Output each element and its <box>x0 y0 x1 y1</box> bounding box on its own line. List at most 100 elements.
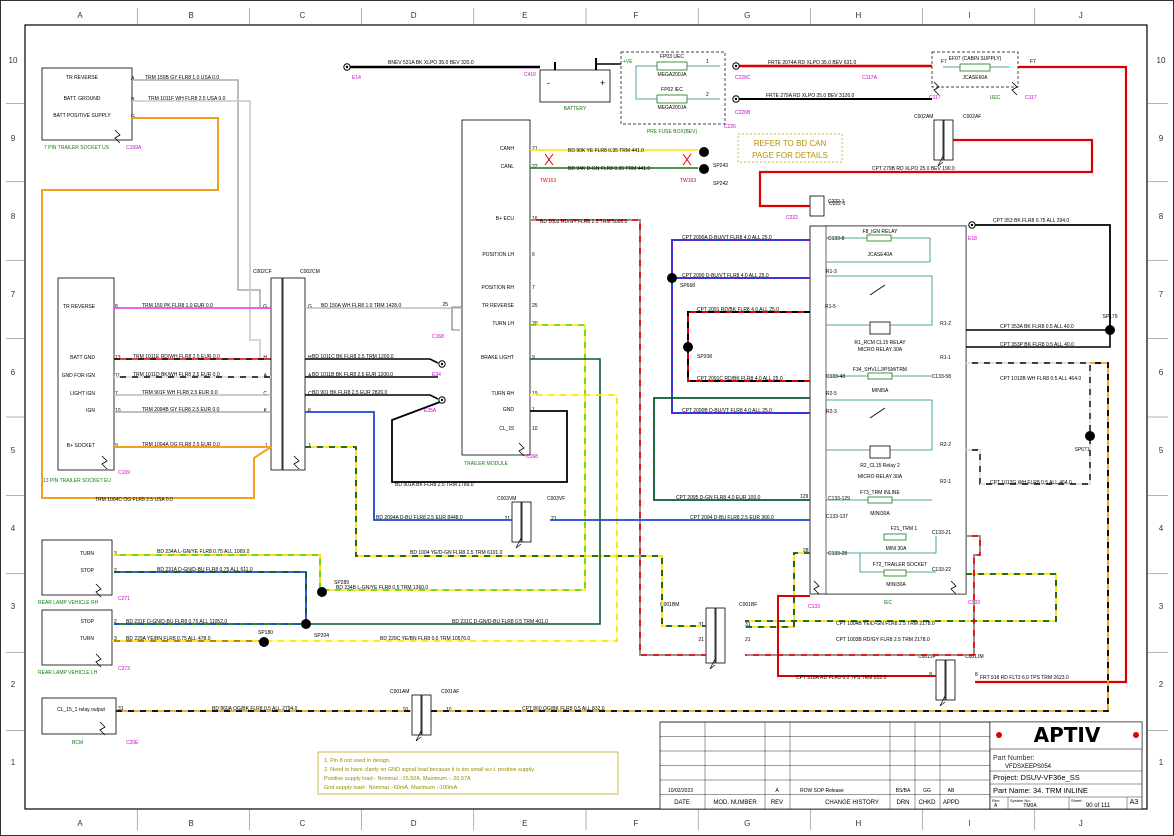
row-label-right: 2 <box>1159 680 1164 689</box>
trailer-module-pin-number: 20 <box>532 321 538 327</box>
wire-bat-pos <box>595 58 621 65</box>
prefuse-ve-label: +VE <box>623 59 633 65</box>
c002cm-pin: K <box>308 408 312 414</box>
bcm-pin-label: CL_15_1 relay output <box>57 707 105 713</box>
tb-size: A3 <box>1130 799 1139 806</box>
trailer-module-pin-number: 22 <box>532 164 538 170</box>
wire-label-531a: BNEV 531A BK XLPO 35.0 BEV 320.0 <box>388 60 474 66</box>
wire-label-229a: BD 229A YE/BN FLR8 0.75 ALL 478.0 <box>126 636 211 642</box>
relaybox-break-l <box>813 580 820 595</box>
wire-2094a-dbu <box>305 411 512 521</box>
wire-label-2095: CPT 2095 D-GN FLR8 4.0 EUR 100.0 <box>676 495 761 501</box>
connector-c222-body <box>809 195 825 217</box>
trailer-module-pin-label: POSITION RH <box>481 285 514 291</box>
relaybox-right-pin: C133-58 <box>932 374 951 380</box>
tb-header-chkd: CHKD <box>918 800 936 806</box>
f8-name: F8_IGN RELAY <box>863 229 899 235</box>
wire-label-1012g: CPT 1012G WH FLR8 0.5 ALL 464.0 <box>990 480 1072 486</box>
ef07-uec: UEC <box>990 95 1001 101</box>
wire-label-90k: BD 90K YE FLR8 0.35 TRM 441.0 <box>568 148 644 154</box>
tb-rev-val: A <box>994 803 998 809</box>
tb-header-history: CHANGE HISTORY <box>825 800 879 806</box>
wire-label-860a: BD 860A OG/BK FLR8 0.5 ALL 2794.0 <box>212 706 298 712</box>
socket13-pin-label: IGN <box>86 408 95 414</box>
r1-name: R1_RCM CL15 RELAY <box>854 340 906 346</box>
wire-label-1012b: CPT 1012B WH FLR8 0.5 ALL 464.0 <box>1000 376 1081 382</box>
trailer-module-pin-number: 21 <box>532 146 538 152</box>
wire-label-234a: BD 234A L-GN/YE FLR8 0.75 ALL 1069.0 <box>157 549 250 555</box>
rear-lh-pin-stop: STOP <box>80 619 94 625</box>
relaybox-iec: IEC <box>884 600 893 606</box>
relaybox-break-r <box>950 580 957 595</box>
refer-note-line2: PAGE FOR DETAILS <box>752 151 828 160</box>
row-label-left: 1 <box>11 758 16 767</box>
connector-c222-label: C222 <box>786 215 798 221</box>
rear-lh-pin-num: 3 <box>114 636 117 642</box>
f21-line <box>826 536 937 554</box>
c001b-pin: 31 <box>745 622 751 628</box>
row-label-left: 5 <box>11 446 16 455</box>
socket7-pin-id: A <box>131 76 135 82</box>
row-label-left: 9 <box>11 134 16 143</box>
trailer-module-pin-label: TURN LH <box>492 321 514 327</box>
relaybox-right-pin: C133-22 <box>932 567 951 573</box>
wire-label-2090b: CPT 2090B D-BU/VT FLR8 4.0 ALL 25.0 <box>682 408 772 414</box>
wire-label-1011e: TRM 1011E RD/WH FLR8 2.5 EUR 0.0 <box>133 354 220 360</box>
f73-rating: MINI30A <box>870 511 890 517</box>
row-label-right: 1 <box>1159 758 1164 767</box>
rear-rh-pin-num: 2 <box>114 568 117 574</box>
wire-label-231a: BD 231A D-GN/D-BU FLR8 0.75 ALL 611.0 <box>157 567 253 573</box>
col-label-top: B <box>189 11 194 20</box>
wire-279b-rd <box>758 138 1094 208</box>
wire-label-918a: CPT 918A RD FLR8 6.0 TPS TRM 852.0 <box>796 675 887 681</box>
wire-label-901f: TRM 901F WH FLR8 2.5 EUR 0.0 <box>142 390 218 396</box>
title-logo-area <box>989 721 1143 750</box>
splice-sp179 <box>1105 325 1115 335</box>
tb-part-number: VFDSXEEPS054 <box>1005 764 1052 770</box>
prefuse-box-outline <box>620 51 726 125</box>
connector-c003vm-label: C003VM <box>497 496 516 502</box>
wire-2090b-dbuvt-stripe <box>671 278 810 414</box>
c002cf-pin: H <box>263 355 267 361</box>
wire-label-2091: CPT 2091 RD/BK FLR8 4.0 ALL 25.0 <box>697 307 779 313</box>
relaybox-right-pin: C133-21 <box>932 530 951 536</box>
socket13-pin-label: BATT GND <box>70 355 95 361</box>
wire-label-901a: BD 901A BK FLR8 2.5 TRM 1789.0 <box>395 482 474 488</box>
relaybox-right-pin: R1-2 <box>940 321 951 327</box>
col-label-top: F <box>634 11 639 20</box>
relaybox-left-pin: R1-5 <box>825 304 836 310</box>
wire-label-2090a: CPT 2090A D-BU/VT FLR8 4.0 ALL 25.0 <box>682 235 772 241</box>
col-label-bottom: H <box>856 819 862 828</box>
c002cm-pin: J <box>308 443 311 449</box>
tm-rev-bracket <box>451 306 462 331</box>
c001b-pin: 31 <box>698 622 704 628</box>
f73-fuse-body <box>867 496 893 504</box>
ground-e18-center <box>970 223 974 227</box>
wire-234b-lgnye-stripe <box>326 324 586 591</box>
relaybox-left-pin: 28 <box>803 548 809 554</box>
socket7-pin-id: B <box>131 97 135 103</box>
wire-2090a-dbuvt-stripe <box>671 239 810 278</box>
prefuse-bus-2 <box>635 66 657 100</box>
trailer-module-pin-number: 16 <box>532 216 538 222</box>
col-label-bottom: G <box>744 819 750 828</box>
col-label-bottom: E <box>522 819 527 828</box>
splice-sp208-label: SP208 <box>697 354 712 360</box>
tb-project: Project: DSUV-VF36e_SS <box>993 773 1080 782</box>
relaybox-left-pin: C222-1 <box>828 199 845 205</box>
bcm-break <box>99 721 106 736</box>
connector-c226c-label: C226C <box>735 75 751 81</box>
wire-901-bk <box>305 394 439 400</box>
socket13-pin-label: B+ SOCKET <box>67 443 95 449</box>
rear-rh-break <box>95 583 102 598</box>
connector-c001jf-label: C001JF <box>918 654 936 660</box>
splice-sp671-label: SP671 <box>1074 447 1089 453</box>
socket7-pin-batt-ground: BATT. GROUND <box>64 96 101 102</box>
logo-dot-right <box>1133 732 1139 738</box>
f72-fuse-body <box>883 569 907 577</box>
tb-part-name: Part Name: 34. TRM INLINE <box>993 786 1088 795</box>
ef07-name: EF07 (CABIN SUPPLY) <box>949 56 1002 62</box>
tm-pin-25: 25 <box>442 302 448 308</box>
ground-e14-center <box>345 65 349 69</box>
